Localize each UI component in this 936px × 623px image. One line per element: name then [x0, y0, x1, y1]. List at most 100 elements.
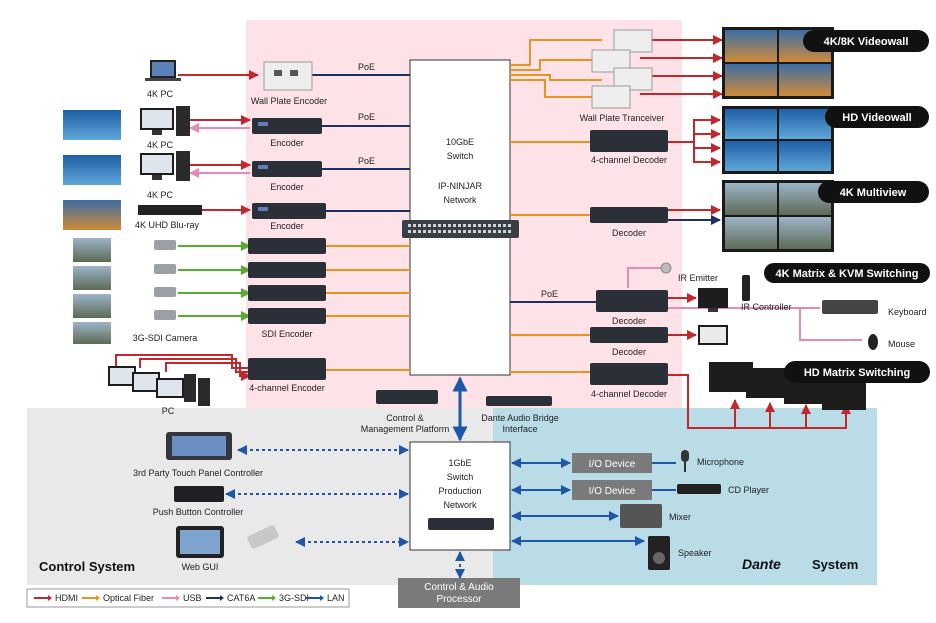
main-switch-line4: Network	[443, 195, 477, 205]
prod-switch-line1: 1GbE	[448, 458, 471, 468]
hdmi-hdvw4	[693, 142, 721, 167]
legend-label-1: Optical Fiber	[103, 593, 154, 603]
usb-mouse	[668, 307, 862, 341]
main-switch-line1: 10GbE	[446, 137, 474, 147]
label-ir-emitter: IR Emitter	[678, 273, 718, 283]
main-switch-box	[409, 59, 511, 376]
label-encoder-3: Encoder	[270, 221, 304, 231]
speaker-icon	[648, 536, 670, 570]
label-encoder-1: Encoder	[270, 138, 304, 148]
thumbnail-camera-4	[73, 322, 111, 344]
prod-switch-line2: Switch	[447, 472, 474, 482]
production-switch-device	[428, 518, 494, 530]
legend-box	[26, 588, 350, 608]
main-switch-device	[402, 220, 519, 238]
label-web-gui: Web GUI	[182, 562, 219, 572]
badge-hd-matrix	[784, 361, 930, 383]
label-multiview: 4K Multiview	[840, 187, 907, 199]
encoder-3-icon	[252, 203, 326, 219]
control-system-title: Control System	[39, 559, 135, 574]
encoder-2-icon	[252, 161, 322, 177]
legend-arrow-0	[48, 595, 52, 601]
laptop-pc1-icon	[145, 60, 181, 81]
label-speaker: Speaker	[678, 548, 712, 558]
label-decoder-3: Decoder	[612, 347, 646, 357]
hdmi-matrix-a	[668, 374, 851, 429]
badge-videowall-4k	[803, 30, 929, 52]
prod-switch-line3: Production	[438, 486, 481, 496]
label-decoder-2: Decoder	[612, 316, 646, 326]
mixer-icon	[620, 504, 662, 528]
label-dec4ch-top: 4-channel Decoder	[591, 155, 667, 165]
label-wall-plate-encoder: Wall Plate Encoder	[251, 96, 327, 106]
label-platform-1: Control &	[386, 413, 424, 423]
four-channel-encoder-icon	[248, 358, 326, 380]
hdmi-pcs-c	[165, 362, 251, 381]
monitor-decoder3-icon	[698, 325, 728, 345]
label-pc1: 4K PC	[147, 89, 174, 99]
legend-label-5: LAN	[327, 593, 345, 603]
label-processor-2: Processor	[436, 594, 482, 605]
microphone-icon	[681, 450, 689, 472]
badge-multiview	[818, 181, 929, 203]
poe-label-1: PoE	[358, 62, 375, 72]
legend-label-3: CAT6A	[227, 593, 255, 603]
hdmi-hdvw1	[668, 115, 721, 143]
io-device-2	[572, 480, 652, 500]
label-dante-bridge-1: Dante Audio Bridge	[481, 413, 559, 423]
hdmi-hdvw2	[693, 129, 721, 142]
label-mixer: Mixer	[669, 512, 691, 522]
label-decoder-1: Decoder	[612, 228, 646, 238]
keyboard-icon	[822, 300, 878, 314]
poe-label-4: PoE	[541, 289, 558, 299]
hdmi-pcs-b	[139, 358, 250, 373]
sdi-encoder-stack-icon	[248, 238, 326, 324]
wall-plate-encoder-icon	[263, 61, 313, 91]
cd-player-icon	[677, 484, 721, 494]
thumbnail-landscape	[63, 200, 121, 230]
label-touch-panel: 3rd Party Touch Panel Controller	[133, 468, 263, 478]
label-mouse: Mouse	[888, 339, 915, 349]
production-switch-box	[409, 441, 511, 551]
label-pc3: 4K PC	[147, 190, 174, 200]
pc-group-icon	[108, 366, 210, 406]
label-hd-matrix: HD Matrix Switching	[804, 367, 910, 379]
encoder-1-icon	[252, 118, 322, 134]
ir-emitter-cable	[627, 267, 662, 288]
four-channel-decoder-bottom-icon	[590, 363, 668, 385]
label-matrix-kvm: 4K Matrix & KVM Switching	[775, 268, 918, 280]
four-channel-decoder-top-icon	[590, 130, 668, 152]
control-platform-icon	[376, 390, 438, 404]
badge-matrix-kvm	[764, 263, 930, 283]
decoder-2-icon	[596, 290, 668, 312]
hdmi-hdvw3	[693, 142, 721, 153]
main-switch-line3: IP-NINJAR	[438, 181, 483, 191]
legend-arrow-5	[320, 595, 324, 601]
label-bluray: 4K UHD Blu-ray	[135, 220, 200, 230]
label-ir-controller: IR Controller	[741, 302, 792, 312]
thumbnail-dashboard-1	[63, 110, 121, 140]
poe-label-3: PoE	[358, 156, 375, 166]
dante-bridge-icon	[486, 396, 552, 406]
desktop-pc2-icon	[140, 106, 190, 136]
prod-switch-line4: Network	[443, 500, 477, 510]
legend-arrow-4	[272, 595, 276, 601]
legend-arrow-3	[220, 595, 224, 601]
web-gui-tablet-icon	[176, 526, 224, 558]
label-push-button: Push Button Controller	[153, 507, 244, 517]
touch-panel-icon	[166, 432, 232, 460]
label-encoder-2: Encoder	[270, 182, 304, 192]
thumbnail-camera-2	[73, 266, 111, 290]
mouse-icon	[868, 334, 878, 350]
ir-emitter-icon	[660, 262, 672, 274]
fiber-wp-tx2	[510, 59, 592, 71]
badge-videowall-hd	[825, 106, 929, 128]
monitor-decoder2-icon	[698, 288, 728, 312]
label-four-channel-encoder: 4-channel Encoder	[249, 383, 325, 393]
processor-box	[398, 578, 520, 608]
label-io-1: I/O Device	[589, 459, 636, 470]
label-camera: 3G-SDI Camera	[133, 333, 198, 343]
label-videowall-hd: HD Videowall	[842, 112, 911, 124]
decoder-1-icon	[590, 207, 668, 223]
